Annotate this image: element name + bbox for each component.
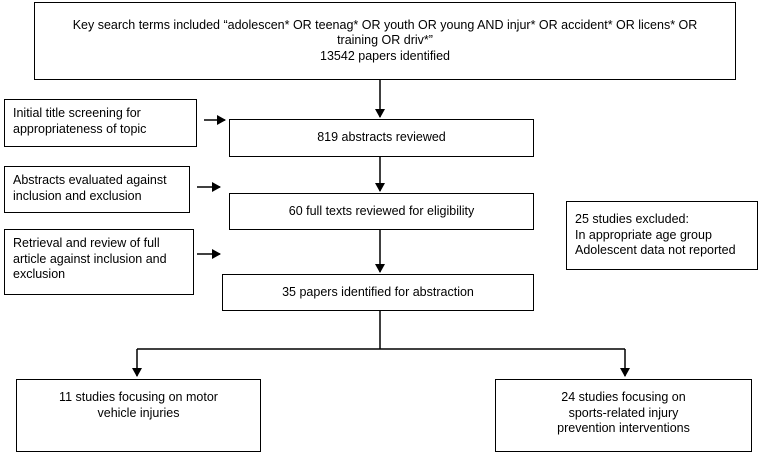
abstraction-box: 35 papers identified for abstraction (222, 274, 534, 311)
abstract-evaluation-box: Abstracts evaluated against inclusion an… (4, 166, 190, 213)
sports-injury-box: 24 studies focusing on sports-related in… (495, 379, 752, 452)
search-terms-box: Key search terms included “adolescen* OR… (34, 2, 736, 80)
retrieval-review-box: Retrieval and review of full article aga… (4, 229, 194, 295)
full-texts-label: 60 full texts reviewed for eligibility (288, 203, 475, 218)
title-screening-box: Initial title screening for appropriaten… (4, 99, 197, 147)
papers-identified-count: 13542 papers identified (320, 48, 450, 63)
abstracts-reviewed-label: 819 abstracts reviewed (317, 130, 446, 145)
abstracts-reviewed-box: 819 abstracts reviewed (229, 119, 534, 157)
search-terms-line-2: training OR driv*” (337, 33, 433, 48)
studies-excluded-box: 25 studies excluded: In appropriate age … (566, 201, 758, 270)
abstraction-label: 35 papers identified for abstraction (282, 284, 474, 299)
full-texts-box: 60 full texts reviewed for eligibility (229, 193, 534, 230)
search-terms-line-1: Key search terms included “adolescen* OR… (72, 17, 698, 32)
motor-vehicle-box: 11 studies focusing on motor vehicle inj… (16, 379, 261, 452)
